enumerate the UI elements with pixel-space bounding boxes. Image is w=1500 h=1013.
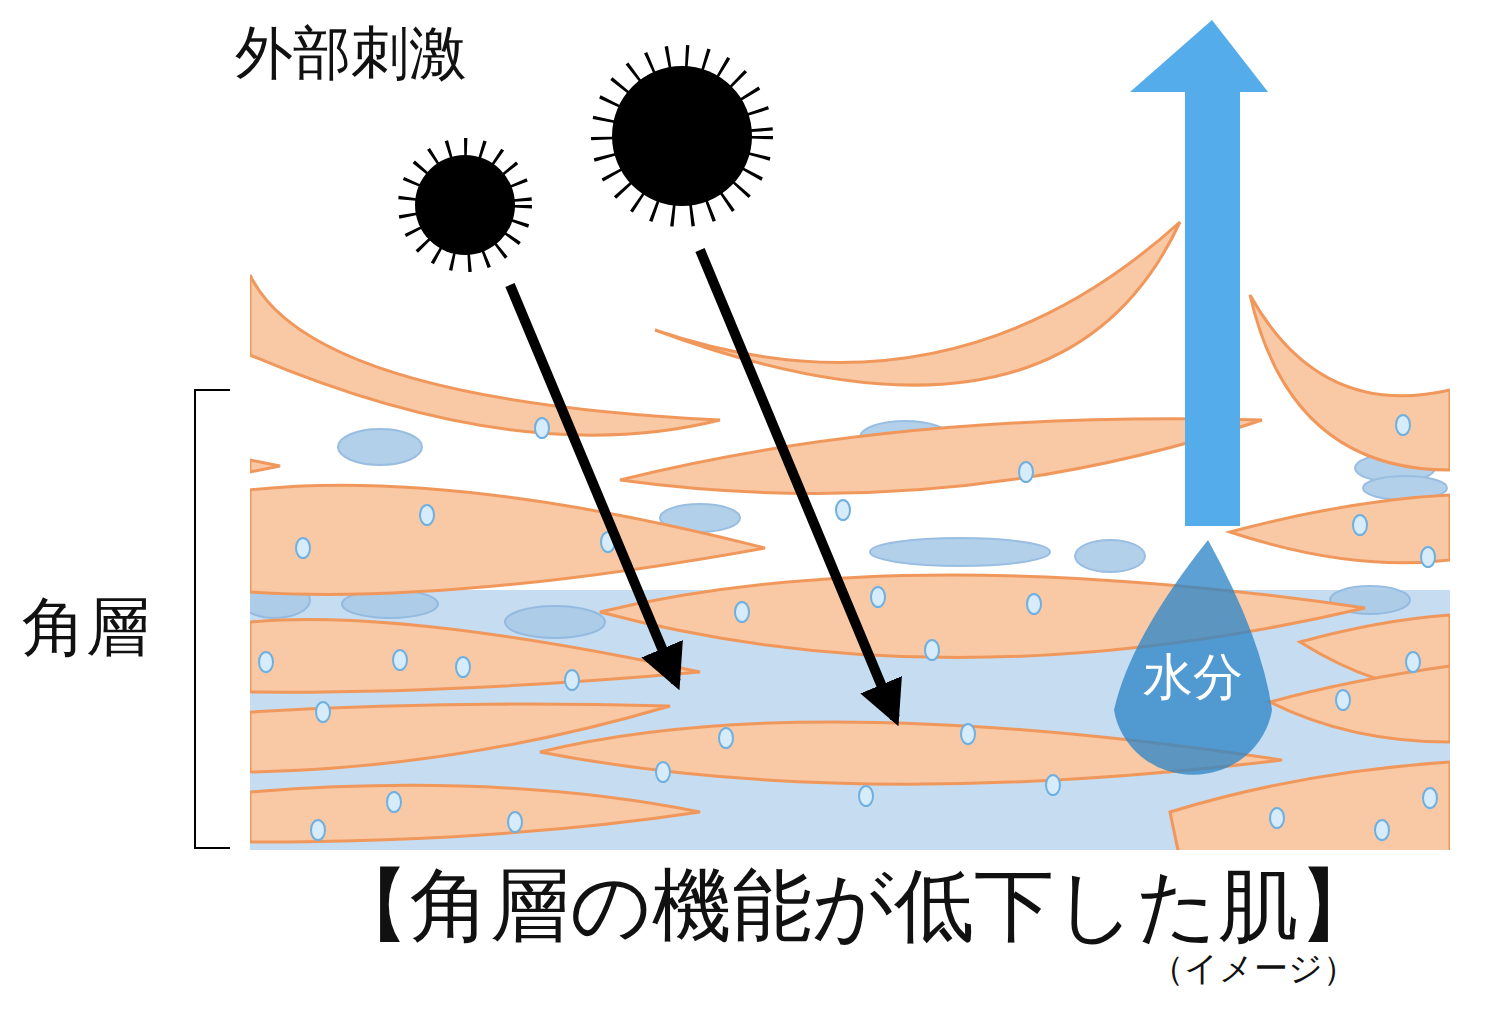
layer-bracket: [195, 390, 230, 848]
stimulus-particle: [602, 56, 762, 216]
stratum-corneum: [250, 222, 1450, 850]
water-drop: 水分: [1112, 538, 1274, 788]
stimulus-arrow: [700, 250, 895, 718]
stimulus-label: 外部刺激: [235, 22, 467, 86]
layer-label: 角層: [22, 592, 150, 662]
stimulus-particle: [407, 147, 523, 263]
stimulus-arrow: [510, 285, 676, 682]
drop-label: 水分: [1112, 650, 1274, 705]
caption: 【角層の機能が低下した肌】: [330, 862, 1378, 950]
evaporation-arrow: [1130, 20, 1268, 526]
note-label: （イメージ）: [1150, 950, 1357, 987]
